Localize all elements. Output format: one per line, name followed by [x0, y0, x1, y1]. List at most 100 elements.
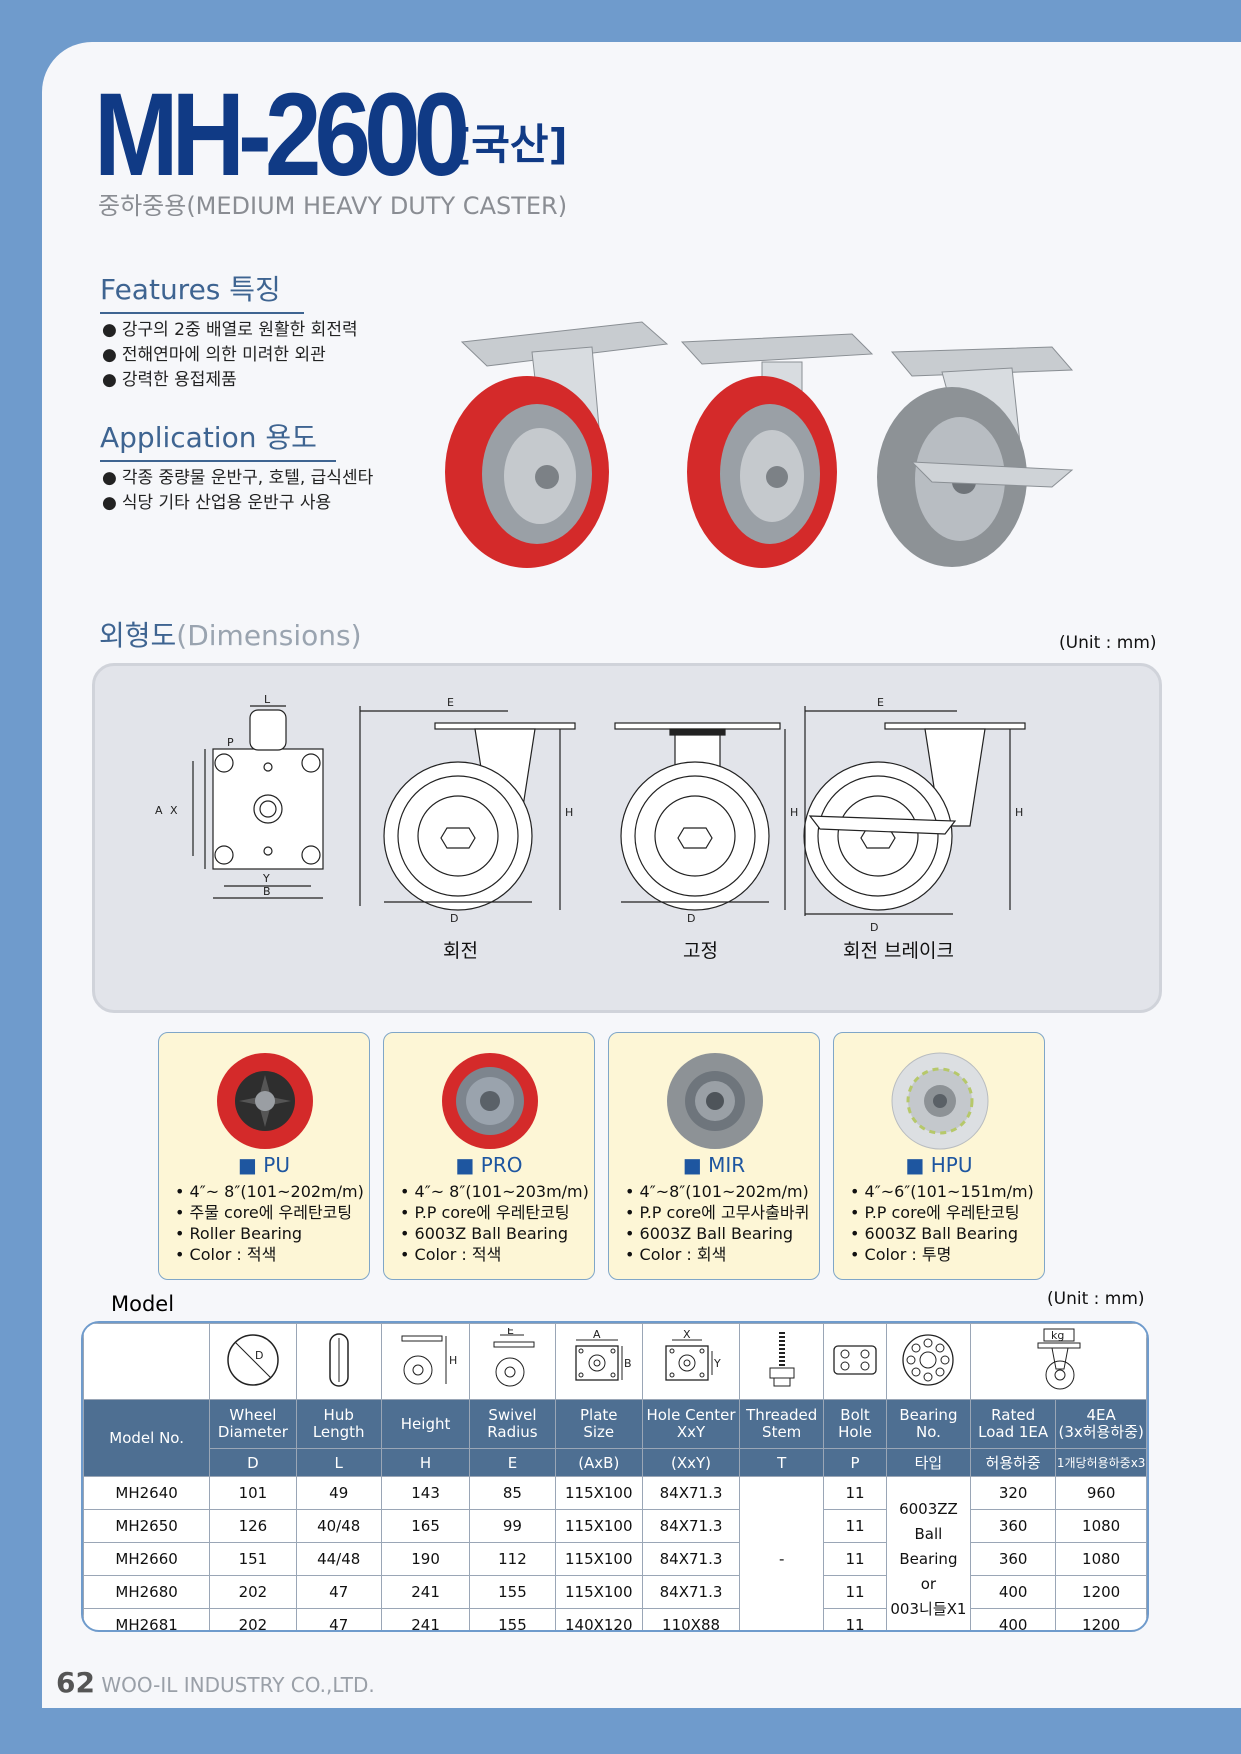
wheel-spec-list: 4″~ 8″(101~202m/m) 주물 core에 우레탄코팅 Roller…	[175, 1181, 364, 1265]
cell-d: 202	[209, 1575, 297, 1609]
hole-center-icon: XY	[665, 1328, 721, 1381]
cell-l: 44/48	[295, 1542, 382, 1576]
footer: 62 WOO-IL INDUSTRY CO.,LTD.	[56, 1666, 375, 1699]
cell-load4: 1080	[1055, 1509, 1147, 1543]
header-line: Load 1EA	[978, 1423, 1049, 1441]
cell-xxy: 84X71.3	[641, 1476, 741, 1510]
table-row: MH2680 202 47 241 155 115X100 84X71.3 11…	[83, 1575, 1147, 1609]
wheel-spec: Color : 투명	[850, 1244, 1034, 1265]
cell-h: 241	[380, 1608, 471, 1630]
header-line: Swivel	[488, 1406, 537, 1424]
bolt-hole-icon	[833, 1344, 877, 1375]
cell-load: 320	[970, 1476, 1057, 1510]
model-heading: Model	[111, 1292, 175, 1316]
cell-e: 85	[469, 1476, 556, 1510]
cell-p: 11	[823, 1509, 887, 1543]
wheel-card-mir: ■ MIR 4″~8″(101~202m/m) P.P core에 고무사출바퀴…	[608, 1032, 820, 1280]
cell-bearing: 6003ZZ Ball Bearing or 003니들X1	[885, 1476, 972, 1630]
dim-letter-d: D	[450, 912, 458, 925]
wheel-spec: Roller Bearing	[175, 1223, 364, 1244]
application-item: 식당 기타 산업용 운반구 사용	[102, 491, 373, 516]
features-item: 강구의 2중 배열로 원활한 회전력	[102, 318, 358, 343]
application-item: 각종 중량물 운반구, 호텔, 급식센타	[102, 466, 373, 491]
cell-load: 400	[970, 1575, 1057, 1609]
wheel-spec: 4″~8″(101~202m/m)	[625, 1181, 809, 1202]
wheel-card-pro: ■ PRO 4″~ 8″(101~203m/m) P.P core에 우레탄코팅…	[383, 1032, 595, 1280]
header-line: Bolt	[840, 1406, 870, 1424]
code-l: L	[295, 1448, 382, 1477]
cell-d: 101	[209, 1476, 297, 1510]
bearing-line: 003니들X1	[890, 1599, 967, 1618]
wheel-name: ■ HPU	[905, 1153, 973, 1177]
cell-h: 241	[380, 1575, 471, 1609]
subtitle: 중하중용(MEDIUM HEAVY DUTY CASTER)	[98, 192, 568, 220]
table-row: MH2650 126 40/48 165 99 115X100 84X71.3 …	[83, 1509, 1147, 1543]
header-line: Radius	[487, 1423, 538, 1441]
header-line: Wheel	[229, 1406, 277, 1424]
cell-model: MH2680	[83, 1575, 211, 1609]
dimensions-heading: 외형도(Dimensions)	[99, 614, 362, 654]
dim-letter-h: H	[790, 806, 798, 819]
load-weight-icon: kg	[1037, 1328, 1080, 1389]
pu-wheel-icon	[217, 1053, 313, 1149]
icon-cell-rated-load: kg	[970, 1323, 1147, 1400]
cell-l: 47	[295, 1575, 382, 1609]
cell-axb: 140X120	[554, 1608, 643, 1630]
cell-p: 11	[823, 1575, 887, 1609]
icon-letter-y: Y	[713, 1357, 721, 1370]
cell-p: 11	[823, 1542, 887, 1576]
wheel-spec: 6003Z Ball Bearing	[850, 1223, 1034, 1244]
cell-e: 99	[469, 1509, 556, 1543]
header-line: Size	[583, 1423, 615, 1441]
top-plate-drawing	[192, 705, 324, 899]
model-title: MH-2600	[94, 69, 470, 201]
icon-letter-b: B	[624, 1357, 632, 1370]
code-load: 허용하중	[970, 1448, 1057, 1477]
wheel-spec: 4″~ 8″(101~203m/m)	[400, 1181, 589, 1202]
drawing-label-rigid: 고정	[683, 940, 718, 962]
mir-wheel-icon	[667, 1053, 763, 1149]
swivel-radius-icon: E	[493, 1324, 535, 1386]
wheel-spec: Color : 적색	[175, 1244, 364, 1265]
code-type: 타입	[885, 1448, 972, 1477]
wheel-spec: Color : 적색	[400, 1244, 589, 1265]
icon-letter-e: E	[507, 1328, 514, 1337]
cell-xxy: 84X71.3	[641, 1542, 741, 1576]
page-number: 62	[56, 1666, 95, 1699]
header-line: Rated	[991, 1406, 1036, 1424]
cell-model: MH2640	[83, 1476, 211, 1510]
header-line: Threaded	[746, 1406, 818, 1424]
wheel-spec: 4″~ 8″(101~202m/m)	[175, 1181, 364, 1202]
table-row: MH2640 101 49 143 85 115X100 84X71.3 - 1…	[83, 1476, 1147, 1630]
features-heading: Features 특징	[100, 268, 304, 314]
code-axb: (AxB)	[554, 1448, 643, 1477]
header-line: Plate	[580, 1406, 618, 1424]
cell-model: MH2660	[83, 1542, 211, 1576]
icon-cell-empty	[83, 1323, 211, 1400]
features-item: 강력한 용접제품	[102, 368, 358, 393]
header-height: Height	[380, 1399, 471, 1449]
dim-letter-e: E	[447, 696, 454, 709]
company-name: WOO-IL INDUSTRY CO.,LTD.	[101, 1673, 375, 1697]
cell-e: 112	[469, 1542, 556, 1576]
brake-caster-photo	[877, 346, 1074, 567]
dim-letter-h: H	[1015, 806, 1023, 819]
cell-load4: 960	[1055, 1476, 1147, 1510]
icon-cell-wheel-diameter: D	[209, 1323, 297, 1400]
code-h: H	[380, 1448, 471, 1477]
plate-size-icon: AB	[575, 1328, 632, 1381]
cell-axb: 115X100	[554, 1509, 643, 1543]
cell-load4: 1200	[1055, 1575, 1147, 1609]
rigid-caster-photo	[680, 333, 874, 568]
dim-letter-b: B	[263, 885, 271, 898]
cell-threaded-stem: -	[739, 1476, 825, 1630]
cell-axb: 115X100	[554, 1575, 643, 1609]
cell-d: 202	[209, 1608, 297, 1630]
code-xxy: (XxY)	[641, 1448, 741, 1477]
